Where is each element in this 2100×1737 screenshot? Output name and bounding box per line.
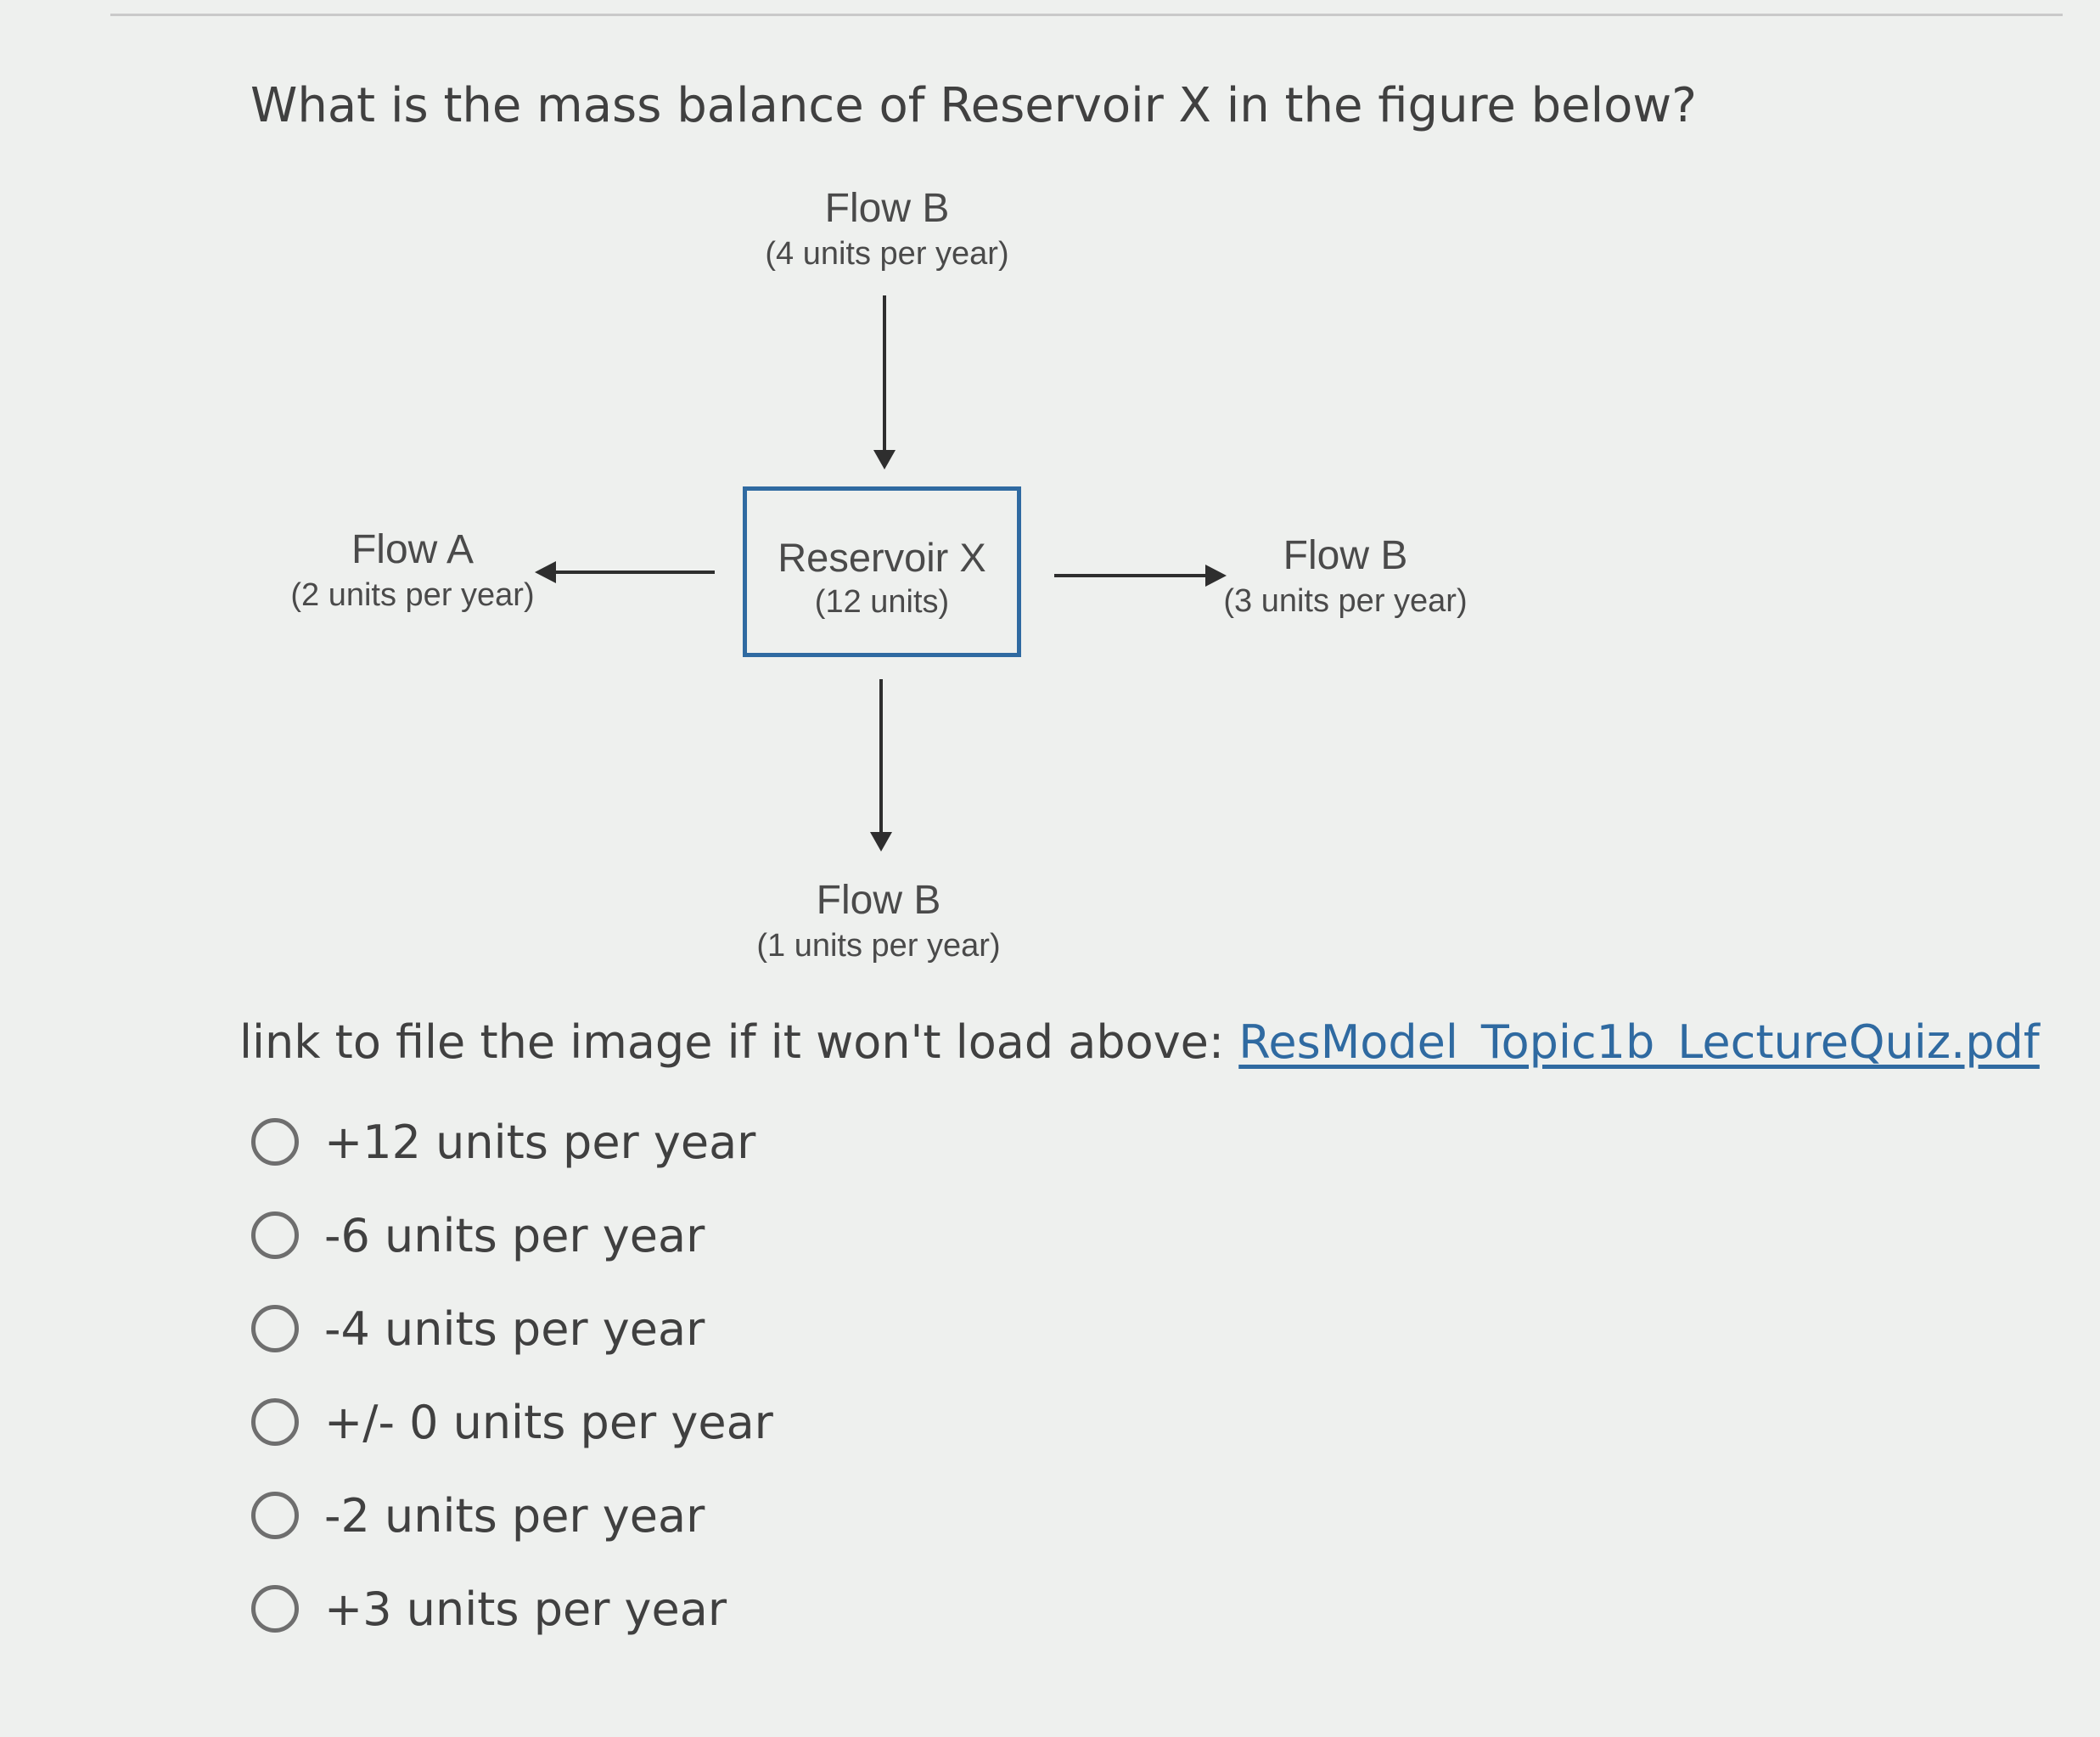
answer-option[interactable]: +12 units per year [251, 1095, 773, 1189]
flow-top-rate: (4 units per year) [765, 236, 1009, 272]
answer-option-label: +12 units per year [324, 1115, 756, 1169]
answer-option[interactable]: +3 units per year [251, 1562, 773, 1655]
answer-option[interactable]: +/- 0 units per year [251, 1375, 773, 1469]
flow-right-rate: (3 units per year) [1223, 583, 1468, 619]
answer-options: +12 units per year -6 units per year -4 … [251, 1095, 773, 1655]
flow-top-label: Flow B (4 units per year) [747, 185, 1027, 275]
answer-option[interactable]: -4 units per year [251, 1282, 773, 1375]
flow-left-label: Flow A (2 units per year) [268, 526, 557, 616]
answer-option-label: +3 units per year [324, 1582, 727, 1636]
flow-left-name: Flow A [351, 527, 474, 572]
answer-option[interactable]: -2 units per year [251, 1469, 773, 1562]
answer-option-label: -2 units per year [324, 1488, 705, 1543]
radio-button[interactable] [251, 1585, 299, 1633]
file-link[interactable]: ResModel_Topic1b_LectureQuiz.pdf [1238, 1015, 2040, 1069]
radio-button[interactable] [251, 1492, 299, 1539]
flow-bottom-name: Flow B [816, 878, 941, 923]
arrow-flow-bottom-out [870, 679, 892, 852]
answer-option-label: -4 units per year [324, 1301, 705, 1356]
flow-left-rate: (2 units per year) [290, 577, 535, 613]
arrow-flow-right-out [1054, 565, 1227, 587]
flow-bottom-rate: (1 units per year) [756, 928, 1001, 964]
flow-right-label: Flow B (3 units per year) [1205, 532, 1485, 622]
file-link-prefix: link to file the image if it won't load … [239, 1015, 1239, 1069]
arrow-flow-top-in [873, 295, 896, 469]
reservoir-box: Reservoir X (12 units) [743, 486, 1021, 657]
radio-button[interactable] [251, 1398, 299, 1446]
flow-right-name: Flow B [1283, 533, 1408, 578]
answer-option[interactable]: -6 units per year [251, 1189, 773, 1282]
answer-option-label: +/- 0 units per year [324, 1395, 773, 1449]
answer-option-label: -6 units per year [324, 1208, 705, 1262]
radio-button[interactable] [251, 1118, 299, 1166]
flow-bottom-label: Flow B (1 units per year) [738, 877, 1019, 967]
question-text: What is the mass balance of Reservoir X … [250, 78, 1697, 133]
radio-button[interactable] [251, 1305, 299, 1352]
reservoir-amount: (12 units) [814, 584, 950, 620]
file-link-line: link to file the image if it won't load … [239, 1015, 2040, 1069]
radio-button[interactable] [251, 1211, 299, 1259]
arrow-flow-left-out [535, 561, 715, 583]
flow-top-name: Flow B [824, 186, 950, 231]
reservoir-name: Reservoir X [778, 535, 986, 580]
top-divider [110, 14, 2063, 16]
